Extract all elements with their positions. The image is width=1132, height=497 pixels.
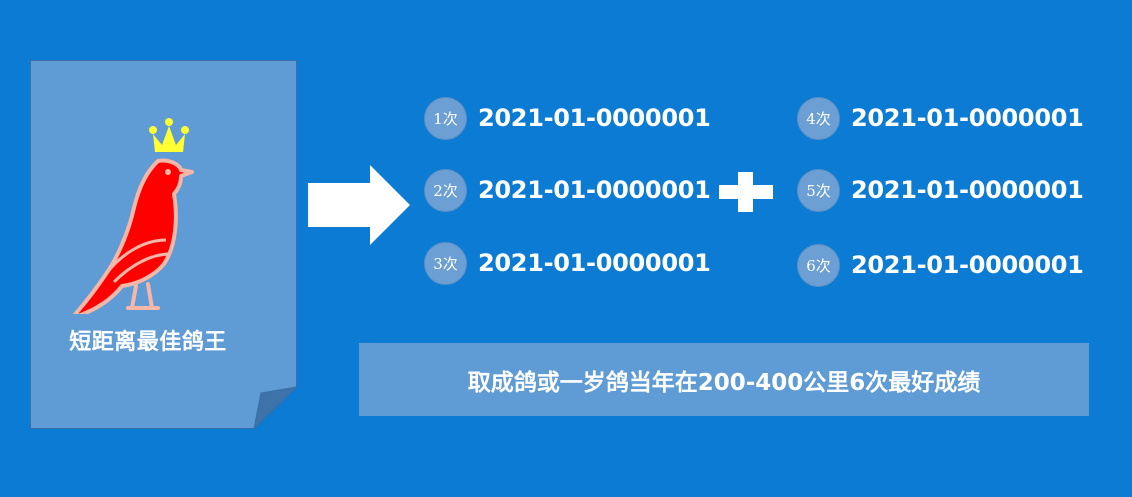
race-badge: 1次: [424, 96, 467, 140]
race-badge: 2次: [424, 168, 467, 212]
race-item-4: 4次 2021-01-0000001: [797, 96, 1084, 140]
award-card: 短距离最佳鸽王: [30, 60, 297, 429]
race-code: 2021-01-0000001: [478, 249, 711, 277]
race-code: 2021-01-0000001: [851, 176, 1084, 204]
arrow-right-icon: [308, 165, 410, 245]
card-title: 短距离最佳鸽王: [69, 330, 227, 355]
race-badge: 6次: [797, 243, 840, 287]
race-code: 2021-01-0000001: [851, 251, 1084, 279]
race-badge: 5次: [797, 168, 840, 212]
race-item-6: 6次 2021-01-0000001: [797, 243, 1084, 287]
race-item-2: 2次 2021-01-0000001: [424, 168, 711, 212]
race-badge: 4次: [797, 96, 840, 140]
rule-caption: 取成鸽或一岁鸽当年在200-400公里6次最好成绩: [467, 369, 981, 396]
race-item-5: 5次 2021-01-0000001: [797, 168, 1084, 212]
race-code: 2021-01-0000001: [478, 104, 711, 132]
rule-caption-box: 取成鸽或一岁鸽当年在200-400公里6次最好成绩: [359, 343, 1089, 416]
race-item-3: 3次 2021-01-0000001: [424, 241, 711, 285]
race-code: 2021-01-0000001: [478, 176, 711, 204]
race-code: 2021-01-0000001: [851, 104, 1084, 132]
crown-icon: [149, 118, 189, 152]
plus-icon: [719, 172, 773, 212]
race-item-1: 1次 2021-01-0000001: [424, 96, 711, 140]
pigeon-king-logo: [72, 118, 194, 314]
pigeon-icon: [72, 158, 194, 314]
race-badge: 3次: [424, 241, 467, 285]
